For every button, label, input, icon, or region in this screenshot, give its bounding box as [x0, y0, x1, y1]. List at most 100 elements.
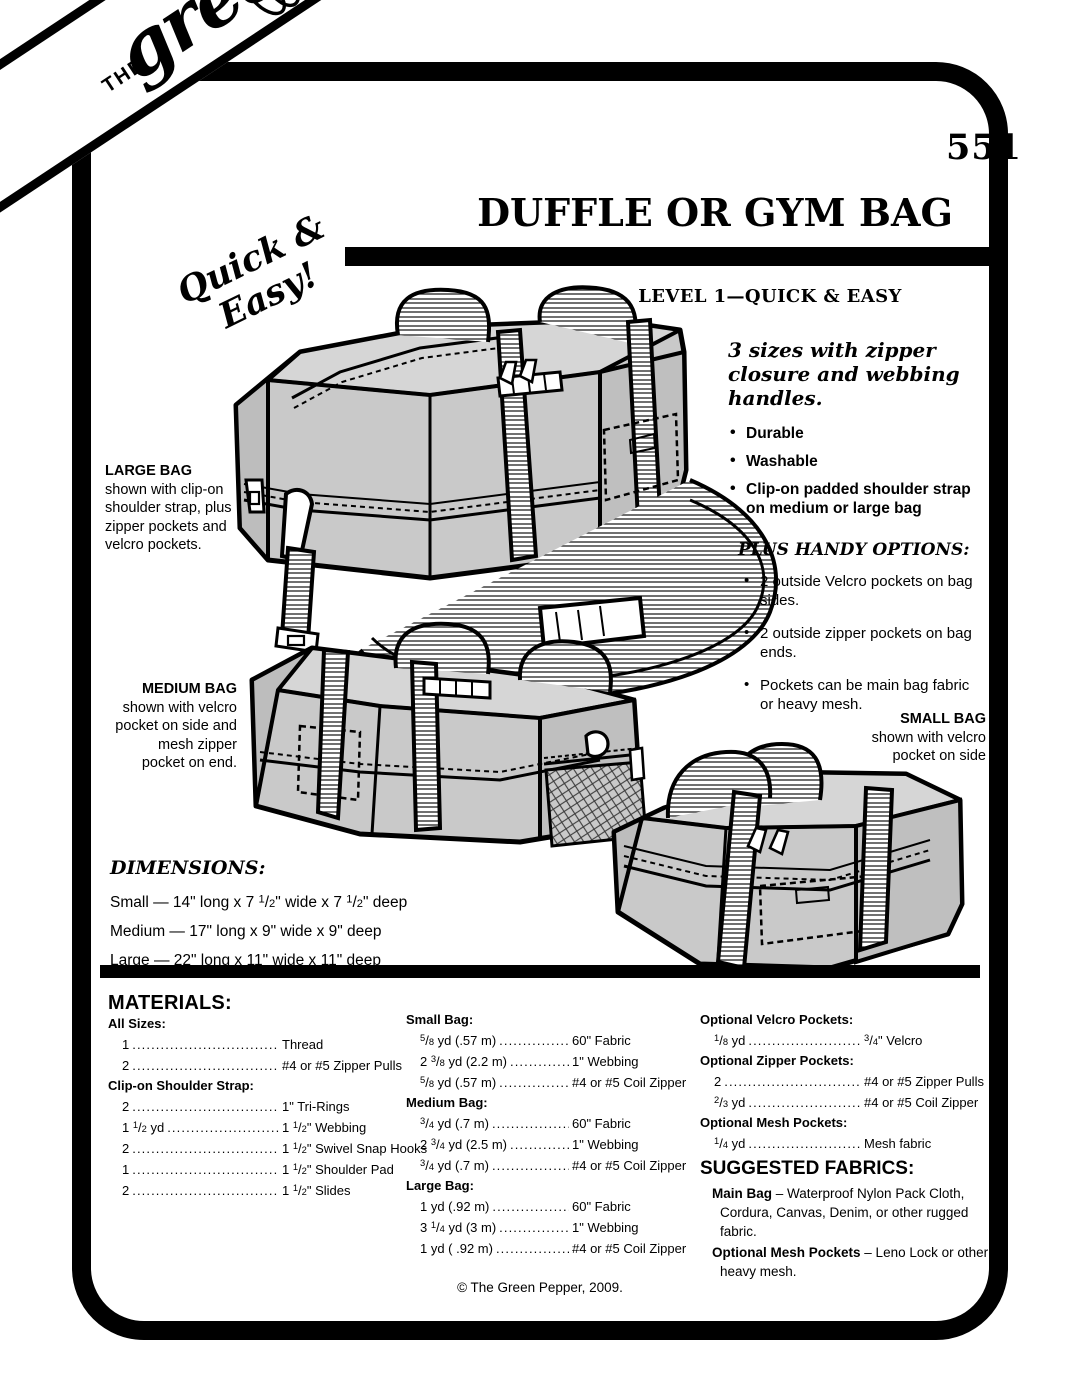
leader-dots: ........................................	[167, 1120, 279, 1135]
materials-column-optional: Optional Velcro Pockets:1/8 yd..........…	[700, 1010, 990, 1154]
difficulty-level: LEVEL 1—QUICK & EASY	[638, 286, 902, 307]
materials-row: 2.......................................…	[122, 1138, 427, 1159]
leader-dots: ........................................	[492, 1199, 569, 1214]
materials-item: 60" Fabric	[572, 1033, 631, 1048]
materials-group-heading: All Sizes:	[108, 1016, 166, 1031]
materials-group-heading: Optional Zipper Pockets:	[700, 1053, 854, 1068]
materials-item: #4 or #5 Coil Zipper	[572, 1241, 687, 1256]
callout-large-title: LARGE BAG	[105, 463, 192, 479]
leader-dots: ........................................	[132, 1058, 279, 1073]
materials-item: 1" Webbing	[572, 1220, 639, 1235]
materials-group-heading: Clip-on Shoulder Strap:	[108, 1078, 254, 1093]
leader-dots: ........................................	[748, 1136, 861, 1151]
suggested-fabric-name: Main Bag	[712, 1186, 776, 1201]
materials-quantity: 2.......................................…	[122, 1096, 282, 1117]
materials-quantity: 5/8 yd (.57 m)..........................…	[420, 1072, 572, 1093]
leader-dots: ........................................	[510, 1054, 569, 1069]
leader-dots: ........................................	[499, 1075, 569, 1090]
materials-quantity: 1 1/2 yd................................…	[122, 1117, 282, 1138]
leader-dots: ........................................	[495, 1241, 569, 1256]
materials-row: 1.......................................…	[122, 1034, 408, 1055]
materials-item: #4 or #5 Zipper Pulls	[282, 1058, 402, 1073]
materials-item: Mesh fabric	[864, 1136, 932, 1151]
materials-quantity: 3/4 yd (.7 m)...........................…	[420, 1155, 572, 1176]
callout-small-text: shown with velcro pocket on side	[871, 729, 986, 765]
materials-quantity: 2.......................................…	[714, 1071, 864, 1092]
leader-dots: ........................................	[132, 1162, 279, 1177]
materials-quantity: 2.......................................…	[122, 1180, 282, 1201]
suggested-fabric-name: Optional Mesh Pockets	[712, 1245, 865, 1260]
materials-row: 1/4 yd..................................…	[714, 1133, 990, 1154]
feature-bullet: Clip-on padded shoulder strap on medium …	[728, 479, 986, 518]
leader-dots: ........................................	[499, 1220, 569, 1235]
suggested-fabric-entry: Optional Mesh Pockets – Leno Lock or oth…	[700, 1243, 995, 1281]
callout-large-text: shown with clip-on shoulder strap, plus …	[105, 481, 232, 554]
materials-row: 2.......................................…	[122, 1055, 408, 1076]
pepper-icon	[235, 0, 300, 16]
materials-group-heading: Large Bag:	[406, 1178, 474, 1193]
materials-row: 5/8 yd (.57 m)..........................…	[420, 1072, 686, 1093]
materials-item: #4 or #5 Coil Zipper	[572, 1075, 687, 1090]
materials-quantity: 2.......................................…	[122, 1055, 282, 1076]
materials-quantity: 1/4 yd..................................…	[714, 1133, 864, 1154]
leader-dots: ........................................	[132, 1037, 279, 1052]
materials-item: 3/4" Velcro	[864, 1033, 923, 1048]
materials-row: 2 3/8 yd (2.2 m)........................…	[420, 1051, 676, 1072]
suggested-fabrics-entries: Main Bag – Waterproof Nylon Pack Cloth, …	[700, 1184, 995, 1281]
materials-quantity: 2 3/8 yd (2.2 m)........................…	[420, 1051, 572, 1072]
materials-title: MATERIALS:	[108, 992, 232, 1014]
suggested-fabric-entry: Main Bag – Waterproof Nylon Pack Cloth, …	[700, 1184, 995, 1241]
dimension-row: Large — 22" long x 11" wide x 11" deep	[110, 952, 381, 969]
feature-bullet: Washable	[728, 451, 986, 471]
materials-group-heading: Optional Mesh Pockets:	[700, 1115, 848, 1130]
materials-item: #4 or #5 Coil Zipper	[864, 1095, 979, 1110]
materials-item: 1" Tri-Rings	[282, 1099, 350, 1114]
plus-options-title: PLUS HANDY OPTIONS:	[738, 540, 970, 560]
option-bullet: 2 outside zipper pockets on bag ends.	[744, 623, 986, 662]
materials-item: Thread	[282, 1037, 324, 1052]
materials-item: #4 or #5 Zipper Pulls	[864, 1074, 984, 1089]
materials-group-heading: Medium Bag:	[406, 1095, 488, 1110]
materials-quantity: 3 1/4 yd (3 m)..........................…	[420, 1217, 572, 1238]
dimension-row: Small — 14" long x 7 1/2" wide x 7 1/2" …	[110, 893, 408, 911]
suggested-fabric-desc: – Leno Lock or other heavy mesh.	[720, 1245, 989, 1279]
callout-medium-title: MEDIUM BAG	[141, 681, 237, 697]
materials-quantity: 5/8 yd (.57 m)..........................…	[420, 1030, 572, 1051]
leader-dots: ........................................	[491, 1158, 569, 1173]
materials-row: 2/3 yd..................................…	[714, 1092, 990, 1113]
materials-row: 3/4 yd (.7 m)...........................…	[420, 1155, 686, 1176]
materials-quantity: 1/8 yd..................................…	[714, 1030, 864, 1051]
brand-banner: THE green pepper	[0, 0, 585, 268]
dimensions-rows: Small — 14" long x 7 1/2" wide x 7 1/2" …	[110, 888, 407, 975]
materials-quantity: 2.......................................…	[122, 1138, 282, 1159]
options-bullet-list: 2 outside Velcro pockets on bag sides.2 …	[728, 571, 986, 714]
dimensions-title: DIMENSIONS:	[110, 857, 266, 879]
materials-row: 2.......................................…	[714, 1071, 990, 1092]
materials-quantity: 1.......................................…	[122, 1034, 282, 1055]
materials-group-heading: Small Bag:	[406, 1012, 474, 1027]
features-panel: 3 sizes with zipper closure and webbing …	[728, 338, 986, 728]
materials-item: 1 1/2" Slides	[282, 1183, 351, 1198]
materials-row: 5/8 yd (.57 m)..........................…	[420, 1030, 676, 1051]
materials-row: 1 yd ( .92 m)...........................…	[420, 1238, 686, 1259]
materials-quantity: 2 3/4 yd (2.5 m)........................…	[420, 1134, 572, 1155]
leader-dots: ........................................	[748, 1033, 861, 1048]
section-divider	[100, 965, 980, 978]
callout-small-title: SMALL BAG	[900, 711, 986, 727]
callout-medium-bag: MEDIUM BAG shown with velcro pocket on s…	[115, 680, 237, 773]
materials-item: 60" Fabric	[572, 1116, 631, 1131]
materials-quantity: 1.......................................…	[122, 1159, 282, 1180]
materials-row: 1.......................................…	[122, 1159, 408, 1180]
materials-quantity: 2/3 yd..................................…	[714, 1092, 864, 1113]
callout-large-bag: LARGE BAG shown with clip-on shoulder st…	[105, 462, 255, 555]
materials-item: 1 1/2" Shoulder Pad	[282, 1162, 394, 1177]
materials-item: 1 1/2" Webbing	[282, 1120, 367, 1135]
feature-bullet: Durable	[728, 423, 986, 443]
copyright-notice: © The Green Pepper, 2009.	[457, 1280, 623, 1295]
materials-row: 1/8 yd..................................…	[714, 1030, 990, 1051]
materials-quantity: 3/4 yd (.7 m)...........................…	[420, 1113, 572, 1134]
dimension-row: Medium — 17" long x 9" wide x 9" deep	[110, 923, 382, 940]
option-bullet: Pockets can be main bag fabric or heavy …	[744, 675, 986, 714]
features-bullet-list: DurableWashableClip-on padded shoulder s…	[728, 423, 986, 518]
